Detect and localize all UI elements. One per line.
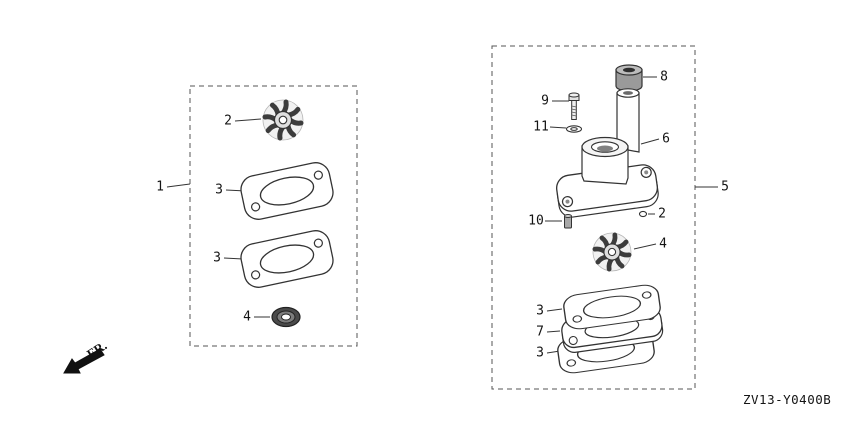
left-kit-boundary — [189, 85, 358, 347]
callout-washer: 11 — [533, 119, 549, 135]
pin-mark — [638, 210, 648, 218]
callout-plate: 7 — [536, 324, 544, 340]
left-gasket-top-part — [237, 159, 337, 223]
grommet-part — [615, 64, 643, 92]
diagram-code: ZV13-Y0400B — [743, 392, 832, 407]
callout-dowel: 10 — [528, 213, 544, 229]
callout-left-seal: 4 — [243, 309, 251, 325]
callout-pin: 2 — [658, 206, 666, 222]
callout-right-gasket-top: 3 — [536, 303, 544, 319]
fr-direction-arrow — [63, 348, 105, 374]
left-gasket-bottom-part — [237, 227, 337, 291]
callout-grommet: 8 — [660, 69, 668, 85]
dowel-part — [564, 214, 572, 229]
pump-housing-part — [556, 88, 659, 218]
washer-part — [565, 125, 583, 133]
callout-left-gasket-bottom: 3 — [213, 250, 221, 266]
right-impeller-part — [593, 233, 631, 271]
left-impeller-part — [263, 100, 303, 140]
callout-right-impeller: 4 — [659, 236, 667, 252]
callout-right-group: 5 — [721, 179, 729, 195]
callout-housing: 6 — [662, 131, 670, 147]
callout-left-gasket-top: 3 — [215, 182, 223, 198]
callout-bolt: 9 — [541, 93, 549, 109]
bolt-part — [568, 92, 580, 120]
left-seal-part — [271, 306, 301, 328]
right-kit-boundary — [491, 45, 696, 390]
callout-left-impeller: 2 — [224, 113, 232, 129]
callout-left-group: 1 — [156, 179, 164, 195]
callout-right-gasket-bottom: 3 — [536, 345, 544, 361]
